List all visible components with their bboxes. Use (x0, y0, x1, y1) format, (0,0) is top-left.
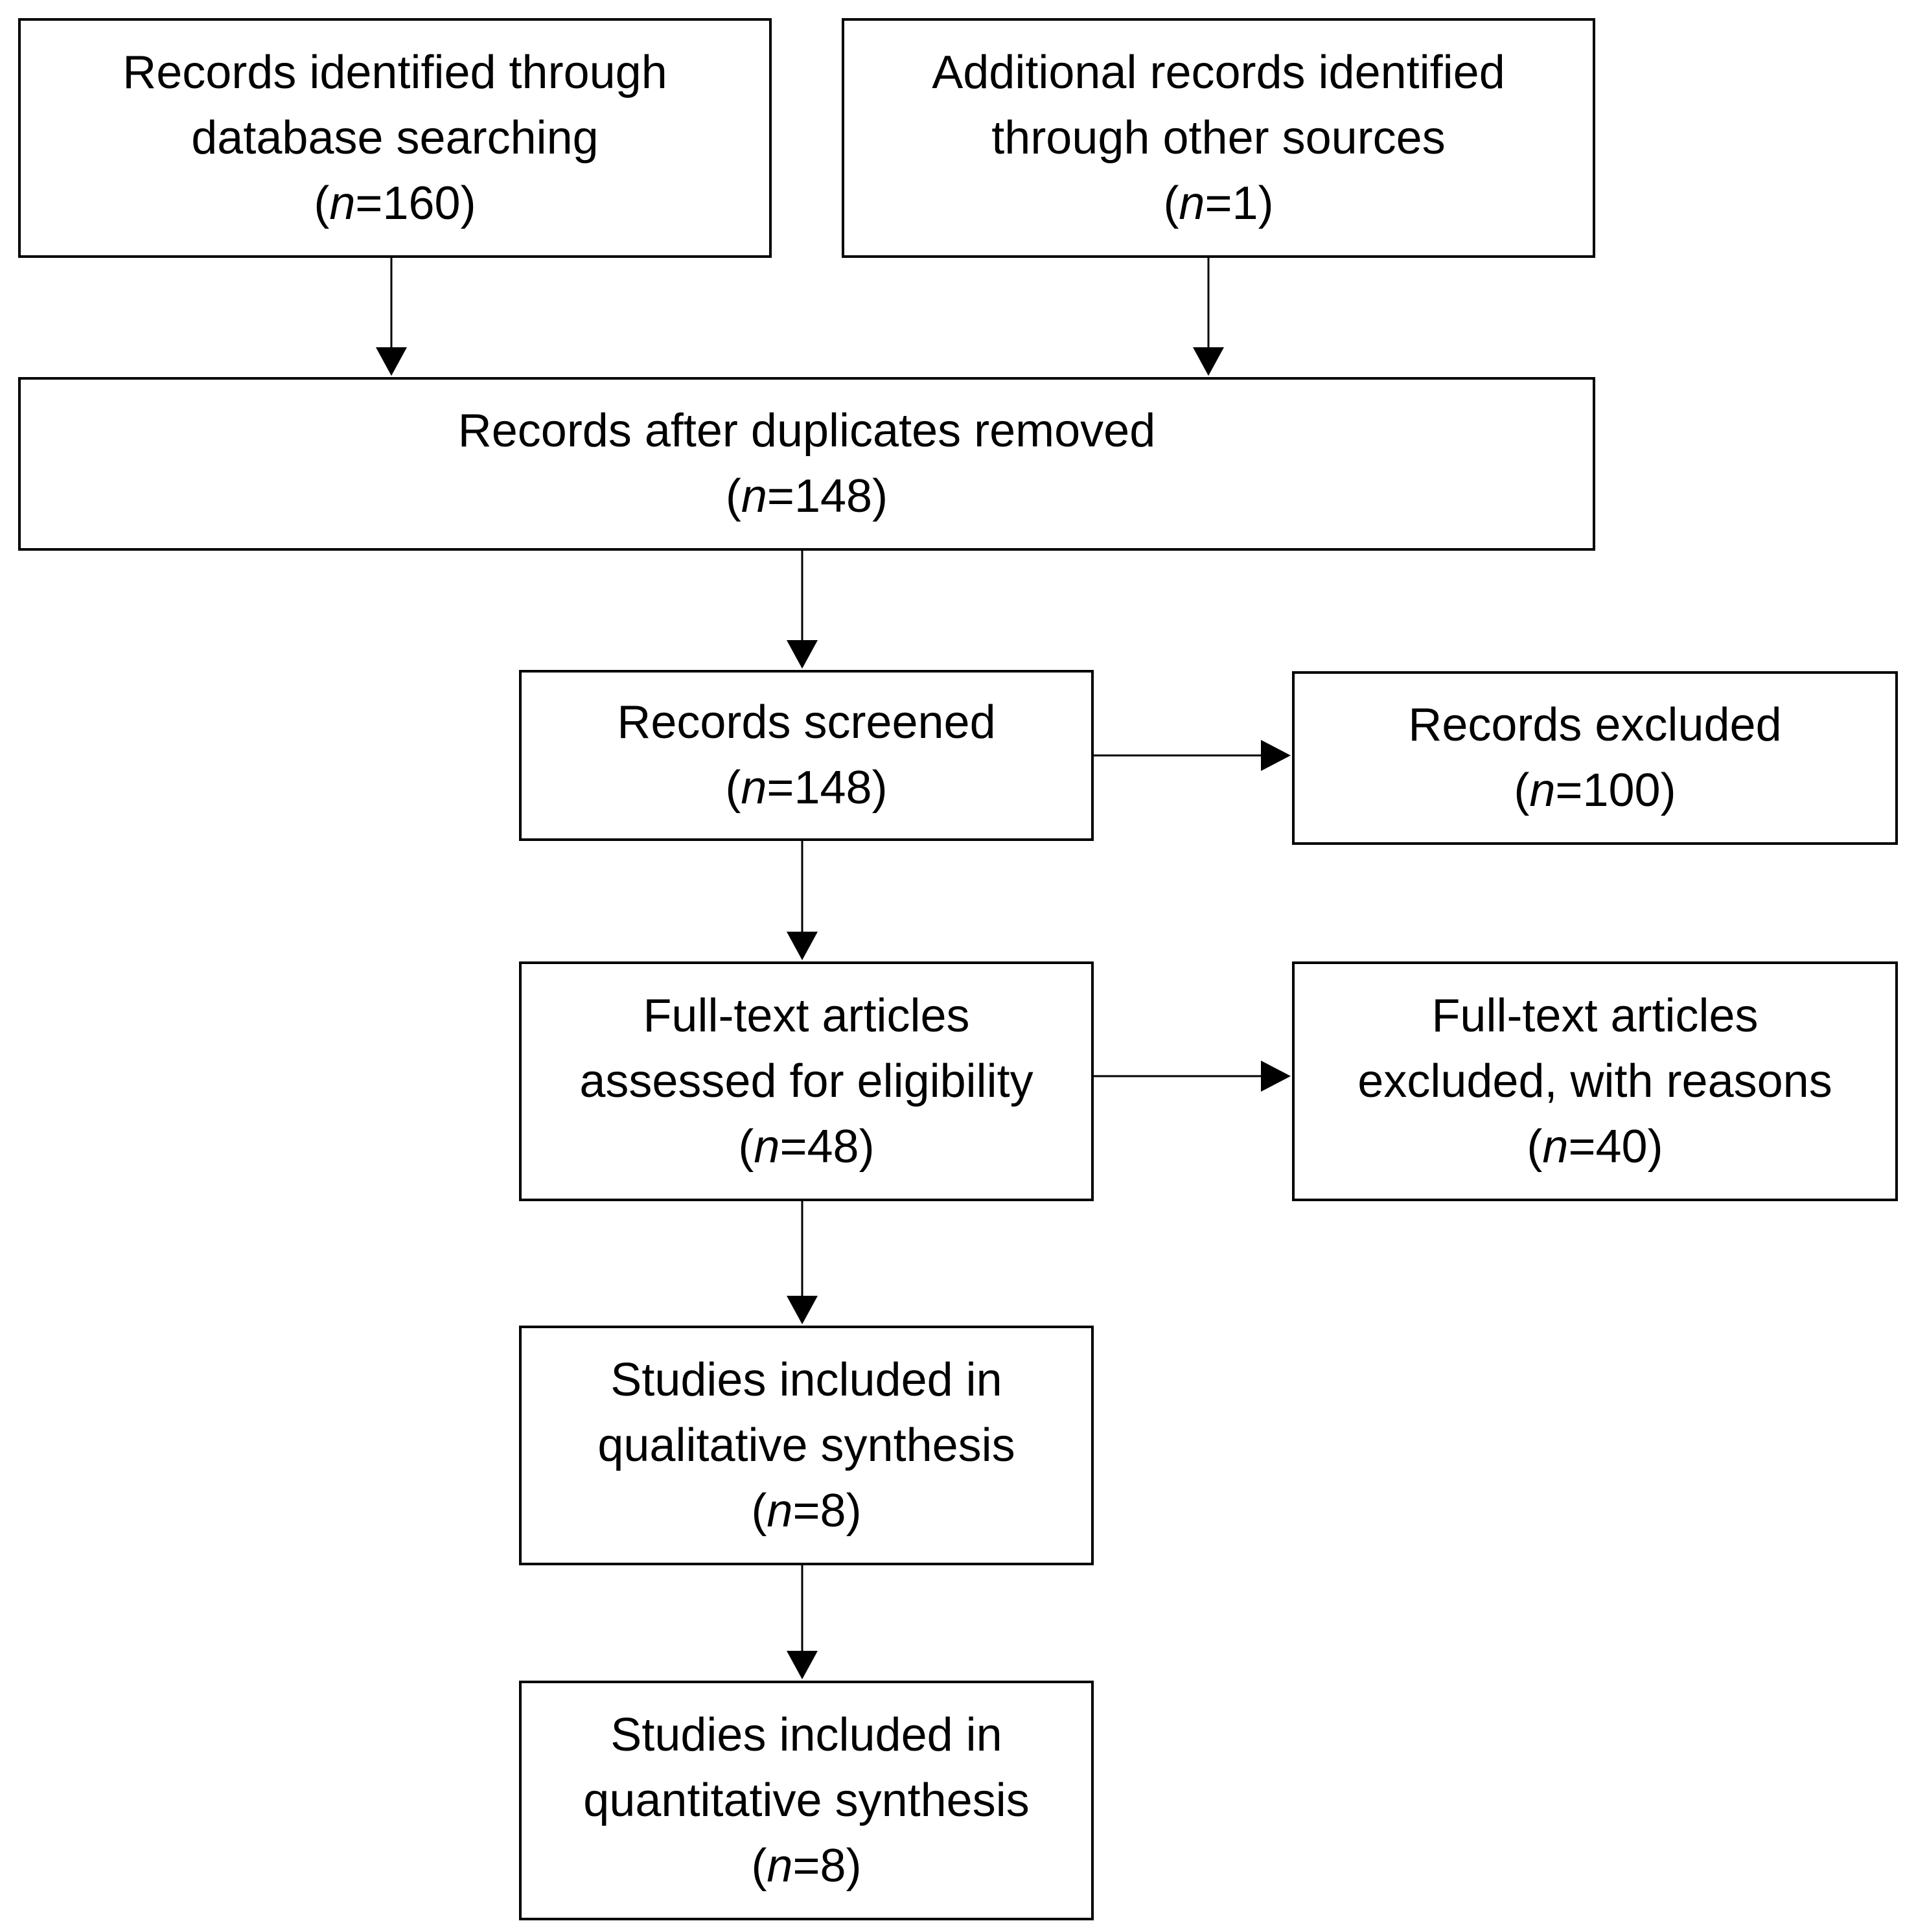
count-value: 100 (1582, 765, 1661, 816)
box-label-line: Studies included in (610, 1353, 1002, 1406)
box-count: (n=40) (1527, 1120, 1663, 1173)
box-label-line: Records screened (617, 696, 996, 748)
arrowhead-screened-to-fulltext (787, 932, 818, 960)
box-count: (n=100) (1514, 765, 1676, 816)
box-label-line: Full-text articles (1431, 989, 1759, 1042)
box-label-line: Additional records identified (932, 46, 1505, 98)
box-label-line: Studies included in (610, 1708, 1002, 1761)
box-count: (n=1) (1163, 177, 1274, 229)
arrowhead-other-to-dedup (1193, 347, 1224, 376)
box-count: (n=148) (725, 470, 888, 522)
arrowhead-dedup-to-screened (787, 640, 818, 669)
count-value: 8 (820, 1484, 846, 1537)
box-fulltext-excluded: Full-text articles excluded, with reason… (1292, 961, 1898, 1201)
box-qualitative-synthesis: Studies included in qualitative synthesi… (519, 1326, 1094, 1565)
box-other-sources-records: Additional records identified through ot… (842, 18, 1595, 258)
box-records-excluded: Records excluded (n=100) (1292, 671, 1898, 845)
box-count: (n=148) (725, 762, 888, 814)
box-label-line: Records identified through (122, 46, 667, 98)
box-label-line: qualitative synthesis (597, 1419, 1015, 1471)
count-value: 48 (807, 1120, 859, 1173)
count-value: 148 (794, 762, 872, 814)
arrowhead-fulltext-to-excluded (1261, 1061, 1291, 1092)
box-fulltext-assessed: Full-text articles assessed for eligibil… (519, 961, 1094, 1201)
count-value: 1 (1232, 177, 1258, 229)
count-value: 40 (1595, 1120, 1648, 1173)
box-count: (n=8) (751, 1839, 862, 1892)
count-value: 148 (794, 470, 873, 522)
box-database-records: Records identified through database sear… (18, 18, 772, 258)
box-label-line: quantitative synthesis (583, 1774, 1030, 1826)
arrowhead-screened-to-excluded (1261, 740, 1291, 771)
box-label-line: through other sources (991, 111, 1446, 164)
box-label-line: excluded, with reasons (1357, 1055, 1832, 1107)
box-records-screened: Records screened (n=148) (519, 670, 1094, 841)
box-label-line: Records after duplicates removed (457, 405, 1156, 457)
arrowhead-qualitative-to-quantitative (787, 1651, 818, 1679)
box-count: (n=48) (738, 1120, 875, 1173)
arrowhead-database-to-dedup (376, 347, 407, 376)
box-count: (n=8) (751, 1484, 862, 1537)
box-label-line: database searching (191, 111, 599, 164)
count-value: 160 (382, 177, 461, 229)
box-count: (n=160) (314, 177, 476, 229)
box-quantitative-synthesis: Studies included in quantitative synthes… (519, 1681, 1094, 1920)
box-label-line: assessed for eligibility (579, 1055, 1033, 1107)
box-label-line: Full-text articles (643, 989, 970, 1042)
arrowhead-fulltext-to-qualitative (787, 1296, 818, 1324)
count-value: 8 (820, 1839, 846, 1892)
box-label-line: Records excluded (1408, 699, 1782, 751)
box-after-duplicates: Records after duplicates removed (n=148) (18, 377, 1595, 551)
